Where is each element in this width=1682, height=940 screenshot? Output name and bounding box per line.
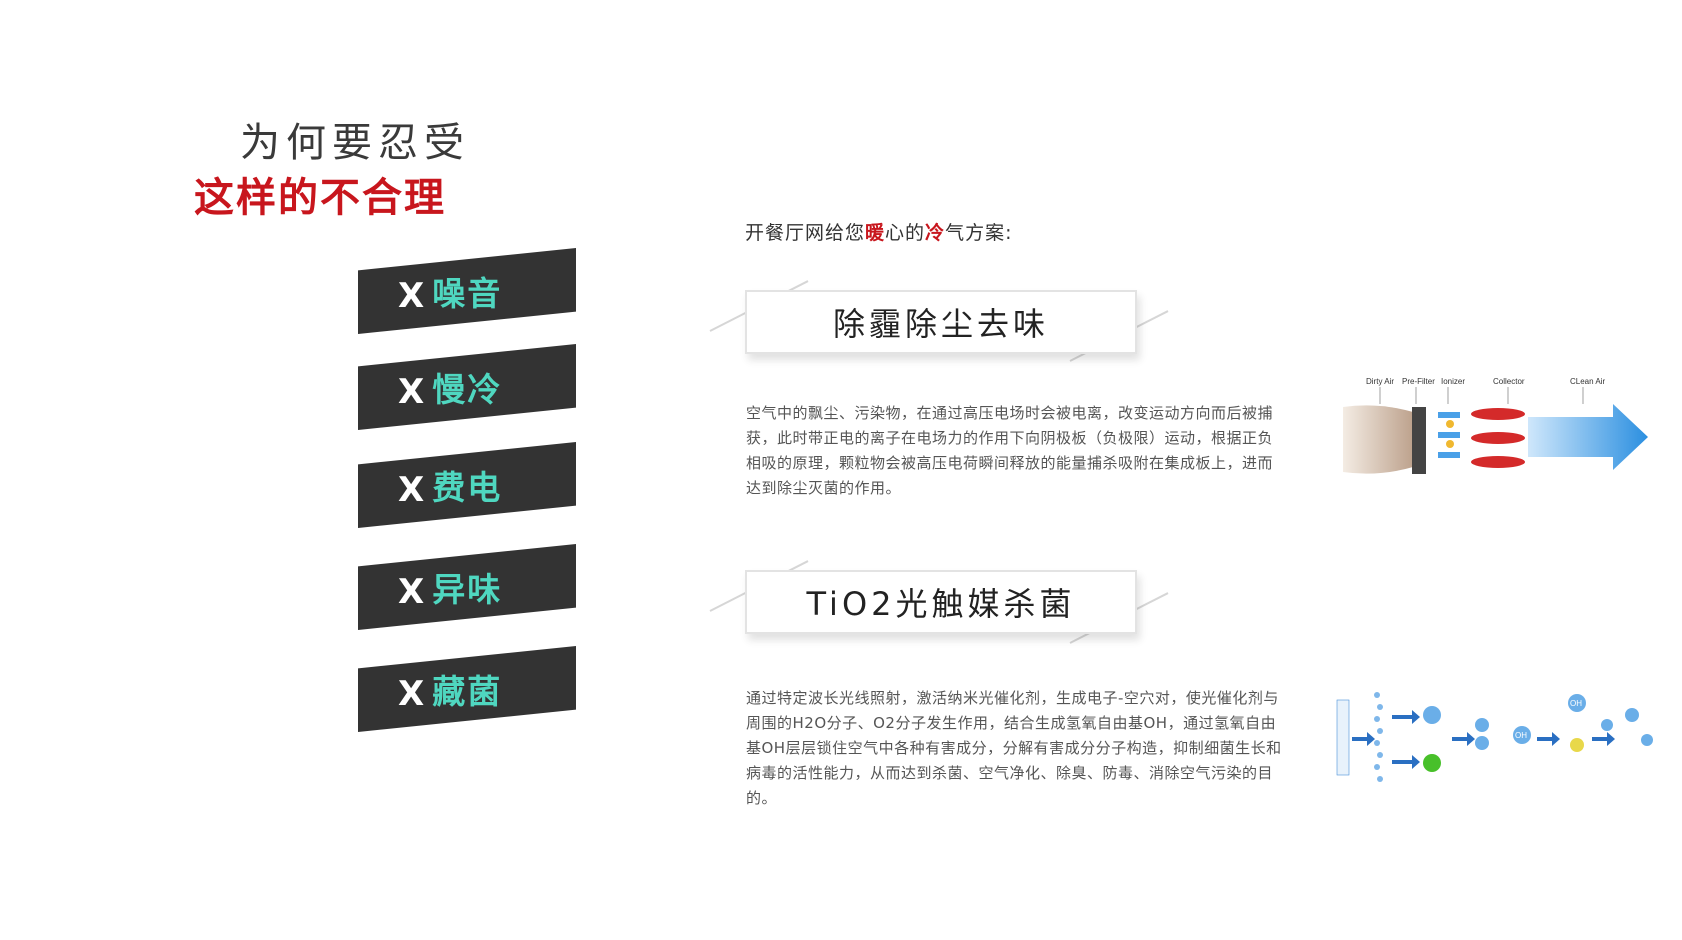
cross-icon: X	[398, 470, 425, 510]
photocatalyst-diagram: OH OH	[1336, 692, 1653, 782]
diagram-label: Dirty Air	[1366, 377, 1394, 386]
feature-title: TiO2光触媒杀菌	[806, 585, 1076, 623]
pain-card-odor: X 异味	[358, 544, 576, 630]
diagram-label: CLean Air	[1570, 377, 1605, 386]
headline-line-2: 这样的不合理	[194, 175, 446, 221]
feature-title-box: TiO2光触媒杀菌	[745, 570, 1137, 634]
pain-label: 费电	[432, 468, 503, 507]
intro-text: 心的	[885, 222, 926, 244]
intro-text: 开餐厅网给您	[745, 222, 866, 244]
dirty-air-shape	[1343, 405, 1413, 474]
pain-label: 异味	[432, 570, 503, 609]
air-filter-diagram: Dirty Air Pre-Filter Ionizer Collector C…	[1343, 377, 1648, 474]
pain-card-power: X 费电	[358, 442, 576, 528]
feature-description: 通过特定波长光线照射，激活纳米光催化剂，生成电子-空穴对，使光催化剂与周围的H2…	[746, 689, 1282, 807]
headline-line-1: 为何要忍受	[240, 120, 470, 166]
cross-icon: X	[398, 372, 425, 412]
feature-title: 除霾除尘去味	[832, 305, 1049, 343]
pain-card-noise: X 噪音	[358, 248, 576, 334]
pain-label: 噪音	[432, 274, 503, 313]
pre-filter-shape	[1412, 407, 1426, 474]
pain-label: 藏菌	[432, 672, 503, 711]
pain-card-bacteria: X 藏菌	[358, 646, 576, 732]
diagram-label: Ionizer	[1441, 377, 1465, 386]
intro-highlight: 暖	[865, 222, 886, 244]
cross-icon: X	[398, 572, 425, 612]
diagram-label: Pre-Filter	[1402, 377, 1435, 386]
solution-intro: 开餐厅网给您暖心的冷气方案:	[745, 218, 1012, 245]
clean-air-arrow-icon	[1528, 404, 1648, 470]
feature-title-box: 除霾除尘去味	[745, 290, 1137, 354]
diagram-label: Collector	[1493, 377, 1525, 386]
intro-highlight: 冷	[925, 222, 946, 244]
diagram-label: OH	[1515, 731, 1527, 740]
pain-card-slow-cooling: X 慢冷	[358, 344, 576, 430]
intro-text: 气方案:	[945, 222, 1013, 244]
cross-icon: X	[398, 276, 425, 316]
pain-label: 慢冷	[432, 370, 503, 409]
feature-description: 空气中的飘尘、污染物，在通过高压电场时会被电离，改变运动方向而后被捕获，此时带正…	[746, 404, 1274, 497]
cross-icon: X	[398, 674, 425, 714]
diagram-label: OH	[1570, 699, 1582, 708]
